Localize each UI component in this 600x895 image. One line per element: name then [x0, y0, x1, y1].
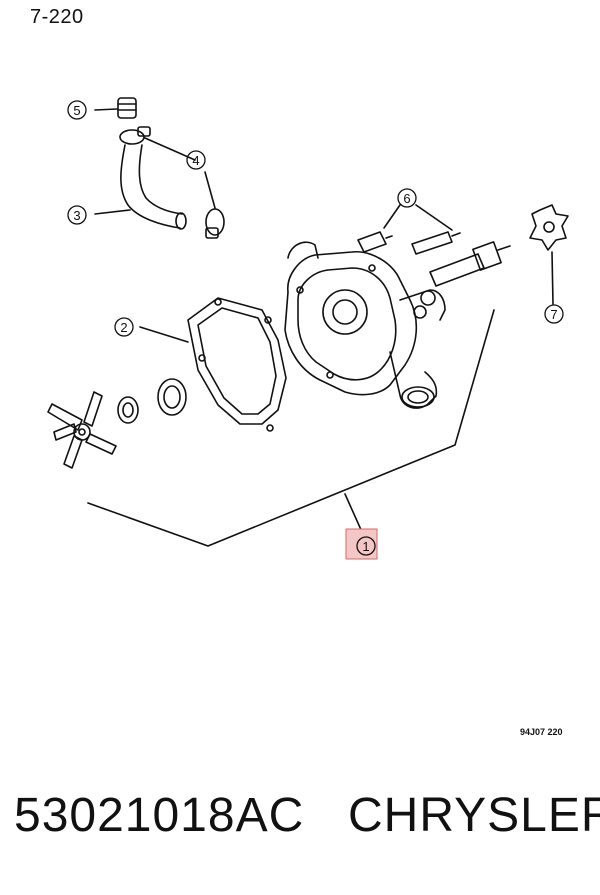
page-reference: 7-220 — [30, 6, 84, 28]
callout-3-label: 3 — [73, 208, 80, 223]
footer-caption: 53021018AC CHRYSLER — [0, 788, 600, 868]
callout-4-label: 4 — [192, 153, 199, 168]
callout-7[interactable] — [544, 304, 564, 324]
callout-1-highlight[interactable] — [345, 528, 378, 560]
callout-3[interactable] — [67, 205, 87, 225]
part-number: 53021018AC — [14, 789, 305, 842]
hose-clamps-part-4 — [119, 126, 225, 239]
spacer-part-7 — [529, 204, 569, 305]
assembly-bracket-lines — [87, 309, 495, 547]
callout-2-label: 2 — [120, 320, 127, 335]
callout-2[interactable] — [114, 317, 134, 337]
callout-5-label: 5 — [73, 103, 80, 118]
callout-5[interactable] — [67, 100, 87, 120]
water-pump-housing — [284, 241, 446, 409]
water-pump-exploded-diagram: 1 2 3 4 5 6 7 — [47, 97, 569, 560]
callout-7-label: 7 — [550, 307, 557, 322]
drawing-code: 94J07 220 — [520, 727, 563, 737]
fan-blade — [47, 391, 117, 469]
callout-1-label: 1 — [362, 539, 369, 554]
brand-name: CHRYSLER — [348, 789, 600, 842]
fitting-part-5 — [94, 97, 137, 119]
bypass-hose-part-3 — [94, 144, 187, 230]
gasket-part-2 — [139, 297, 287, 432]
callout-4[interactable] — [186, 150, 206, 170]
pulley-hub — [117, 378, 187, 424]
callout-6[interactable] — [397, 188, 417, 208]
callout-6-label: 6 — [403, 191, 410, 206]
bolts-part-6 — [357, 204, 511, 287]
